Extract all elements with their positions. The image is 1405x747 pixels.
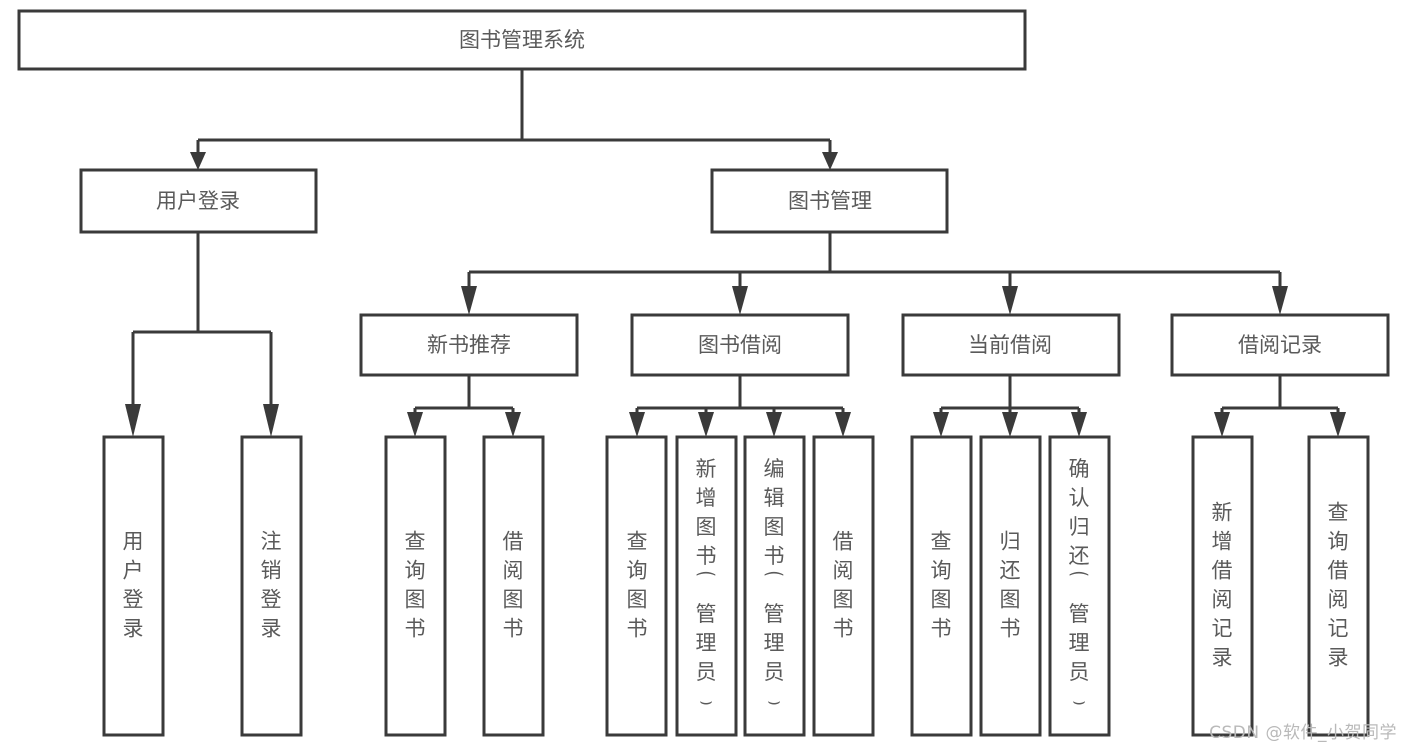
node-leaf-query-book-1[interactable]: 查询图书 xyxy=(384,435,447,737)
node-borrow-record-label: 借阅记录 xyxy=(1238,333,1322,357)
node-leaf-query-book-3-label: 查询图书 xyxy=(931,530,952,641)
arrowhead-leaf-user-logout xyxy=(263,404,279,437)
node-leaf-add-record-label: 新增借阅记录 xyxy=(1212,501,1233,670)
node-leaf-query-record-label: 查询借阅记录 xyxy=(1328,501,1349,670)
arrowhead-current-borrow xyxy=(1002,286,1018,315)
node-book-manage[interactable]: 图书管理 xyxy=(710,168,949,234)
node-book-borrow-label: 图书借阅 xyxy=(698,333,782,357)
node-leaf-query-book-3-box[interactable] xyxy=(910,435,973,737)
node-root-label: 图书管理系统 xyxy=(459,28,585,52)
node-leaf-add-book-label: 新增图书⁀管理员⌣ xyxy=(696,457,717,713)
node-leaf-user-logout-box[interactable] xyxy=(240,435,303,737)
node-root[interactable]: 图书管理系统 xyxy=(17,9,1027,71)
node-leaf-add-record[interactable]: 新增借阅记录 xyxy=(1191,435,1254,737)
node-borrow-record-box[interactable] xyxy=(1170,313,1390,377)
node-leaf-edit-book[interactable]: 编辑图书⁀管理员⌣ xyxy=(743,435,806,737)
node-user-login-label: 用户登录 xyxy=(156,189,240,213)
node-leaf-borrow-book-2[interactable]: 借阅图书 xyxy=(812,435,875,737)
node-leaf-confirm-return-box[interactable] xyxy=(1048,435,1111,737)
node-leaf-borrow-book-2-label: 借阅图书 xyxy=(833,530,854,641)
connector-group xyxy=(125,69,1346,437)
node-leaf-borrow-book-1[interactable]: 借阅图书 xyxy=(482,435,545,737)
node-leaf-user-login[interactable]: 用户登录 xyxy=(102,435,165,737)
node-leaf-add-record-box[interactable] xyxy=(1191,435,1254,737)
node-leaf-query-book-2[interactable]: 查询图书 xyxy=(605,435,668,737)
arrowhead-leaf-return-book xyxy=(1002,412,1018,437)
arrowhead-leaf-query-book-2 xyxy=(629,412,645,437)
node-leaf-borrow-book-2-box[interactable] xyxy=(812,435,875,737)
node-leaf-edit-book-box[interactable] xyxy=(743,435,806,737)
node-current-borrow[interactable]: 当前借阅 xyxy=(901,313,1121,377)
node-leaf-query-book-1-label: 查询图书 xyxy=(405,530,426,641)
node-leaf-borrow-book-1-label: 借阅图书 xyxy=(503,530,524,641)
arrowhead-user-login xyxy=(190,152,206,170)
node-leaf-confirm-return-label: 确认归还⁀管理员⌣ xyxy=(1069,457,1090,713)
arrowhead-leaf-add-record xyxy=(1214,412,1230,437)
arrowhead-new-book-rec xyxy=(461,286,477,315)
node-new-book-rec-box[interactable] xyxy=(359,313,579,377)
node-current-borrow-box[interactable] xyxy=(901,313,1121,377)
node-leaf-add-book-box[interactable] xyxy=(675,435,738,737)
node-leaf-user-logout[interactable]: 注销登录 xyxy=(240,435,303,737)
arrowhead-leaf-add-book xyxy=(698,412,714,437)
arrowhead-leaf-user-login xyxy=(125,404,141,437)
node-book-borrow-box[interactable] xyxy=(630,313,850,377)
node-leaf-return-book[interactable]: 归还图书 xyxy=(979,435,1042,737)
node-leaf-user-login-label: 用户登录 xyxy=(123,530,144,641)
arrowhead-book-borrow xyxy=(732,286,748,315)
arrowhead-book-manage xyxy=(822,152,838,170)
node-leaf-query-record[interactable]: 查询借阅记录 xyxy=(1307,435,1370,737)
arrowhead-leaf-edit-book xyxy=(766,412,782,437)
arrowhead-leaf-borrow-book-2 xyxy=(835,412,851,437)
node-user-login-box[interactable] xyxy=(79,168,318,234)
arrowhead-leaf-confirm-return xyxy=(1071,412,1087,437)
node-leaf-edit-book-label: 编辑图书⁀管理员⌣ xyxy=(764,457,785,713)
node-root-box[interactable] xyxy=(17,9,1027,71)
node-leaf-query-book-2-label: 查询图书 xyxy=(627,530,648,641)
node-current-borrow-label: 当前借阅 xyxy=(968,333,1052,357)
node-leaf-confirm-return[interactable]: 确认归还⁀管理员⌣ xyxy=(1048,435,1111,737)
node-leaf-query-book-3[interactable]: 查询图书 xyxy=(910,435,973,737)
node-leaf-query-book-1-box[interactable] xyxy=(384,435,447,737)
node-leaf-user-logout-label: 注销登录 xyxy=(261,530,282,641)
node-book-manage-label: 图书管理 xyxy=(788,189,872,213)
arrowhead-leaf-query-book-3 xyxy=(933,412,949,437)
node-new-book-rec[interactable]: 新书推荐 xyxy=(359,313,579,377)
node-leaf-query-book-2-box[interactable] xyxy=(605,435,668,737)
arrowhead-borrow-record xyxy=(1272,286,1288,315)
node-leaf-query-record-box[interactable] xyxy=(1307,435,1370,737)
node-leaf-return-book-box[interactable] xyxy=(979,435,1042,737)
node-book-manage-box[interactable] xyxy=(710,168,949,234)
node-user-login[interactable]: 用户登录 xyxy=(79,168,318,234)
node-borrow-record[interactable]: 借阅记录 xyxy=(1170,313,1390,377)
node-leaf-borrow-book-1-box[interactable] xyxy=(482,435,545,737)
node-new-book-rec-label: 新书推荐 xyxy=(427,333,511,357)
node-book-borrow[interactable]: 图书借阅 xyxy=(630,313,850,377)
node-leaf-user-login-box[interactable] xyxy=(102,435,165,737)
arrowhead-leaf-query-book-1 xyxy=(407,412,423,437)
node-leaf-return-book-label: 归还图书 xyxy=(1000,530,1021,641)
node-leaf-add-book[interactable]: 新增图书⁀管理员⌣ xyxy=(675,435,738,737)
arrowhead-leaf-borrow-book-1 xyxy=(505,412,521,437)
arrowhead-leaf-query-record xyxy=(1330,412,1346,437)
